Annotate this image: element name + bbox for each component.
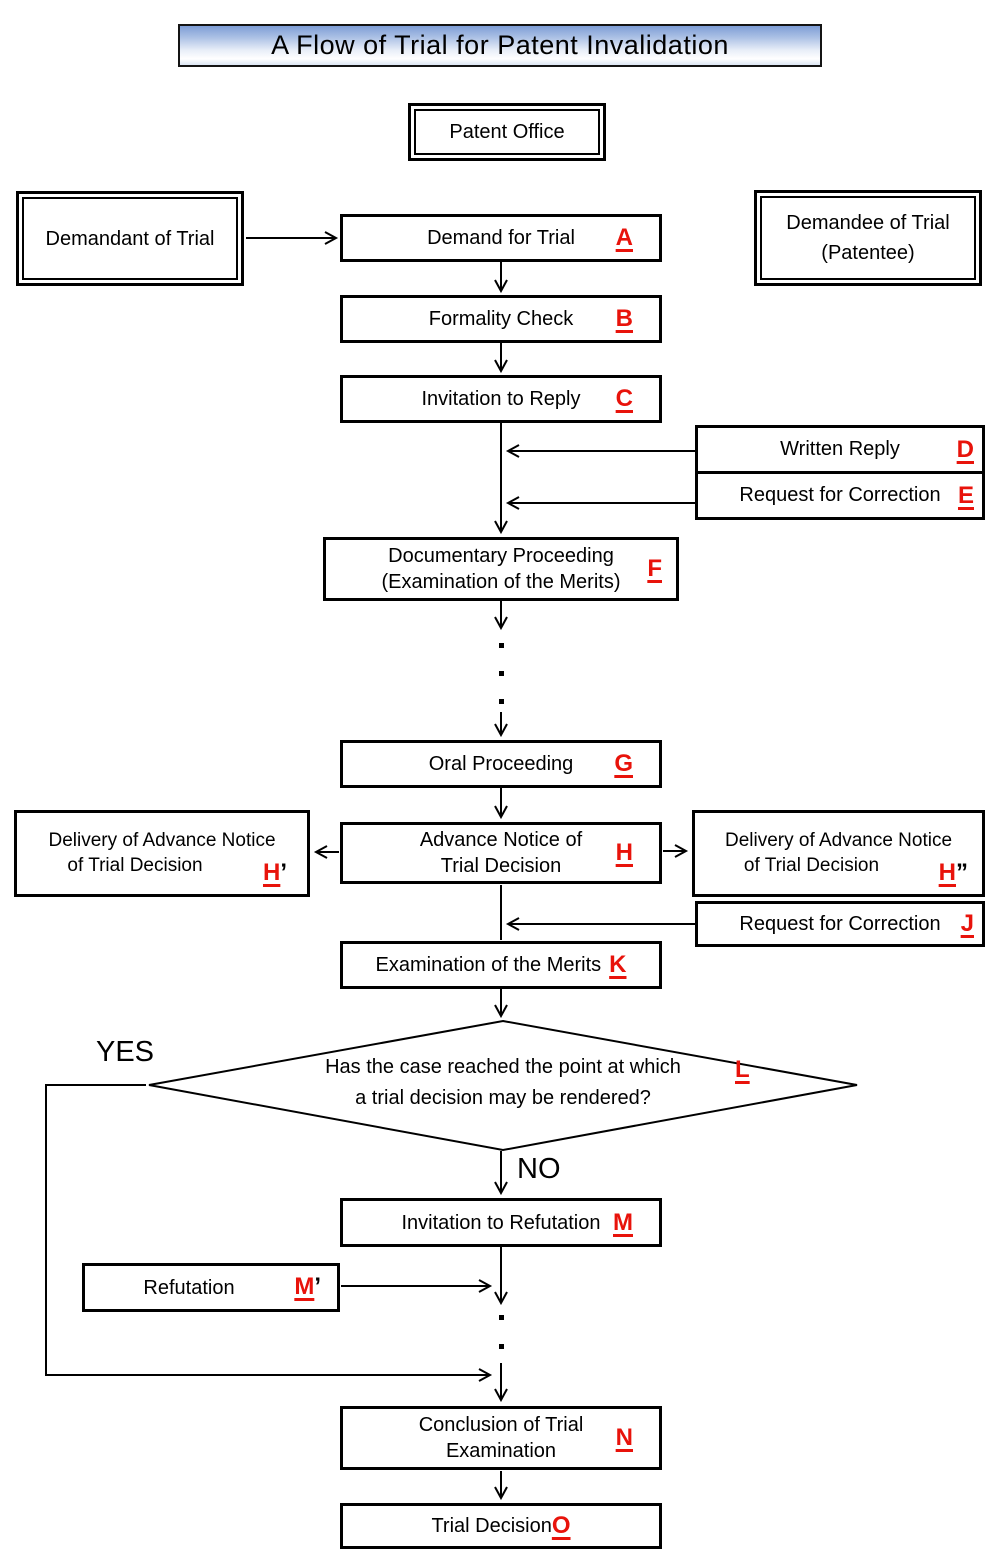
node-h-letter: H xyxy=(615,839,633,866)
node-mprime-letter: M xyxy=(294,1272,315,1300)
node-e-label: Request for Correction xyxy=(739,484,941,506)
branch-label-yes: YES xyxy=(96,1036,155,1068)
node-k-letter: K xyxy=(609,951,627,978)
node-g-label: Oral Proceeding xyxy=(428,753,574,775)
node-m-invitation-to-refutation: Invitation to Refutation M xyxy=(340,1198,662,1247)
node-demandant: Demandant of Trial xyxy=(16,191,244,286)
node-m-letter: M xyxy=(613,1208,633,1236)
branch-label-no: NO xyxy=(517,1153,561,1185)
node-hdblprime-letter-group: H” xyxy=(939,861,968,888)
node-o-letter: O xyxy=(551,1512,571,1539)
node-mprime-letter-group: M’ xyxy=(294,1272,321,1301)
dot xyxy=(499,699,504,704)
node-hdblprime-delivery-notice-right: Delivery of Advance Notice of Trial Deci… xyxy=(692,810,985,897)
node-a-demand-for-trial: Demand for Trial A xyxy=(340,214,662,262)
dot xyxy=(499,1315,504,1320)
node-c-letter: C xyxy=(615,385,633,412)
node-j-letter: J xyxy=(960,910,974,937)
demandee-label-line2: (Patentee) xyxy=(821,242,915,264)
decision-diamond-shape xyxy=(148,1019,858,1152)
node-hdblprime-label-line1: Delivery of Advance Notice xyxy=(724,829,953,851)
node-f-documentary-proceeding: Documentary Proceeding (Examination of t… xyxy=(323,537,679,601)
node-k-row: Examination of the Merits K xyxy=(376,952,627,978)
node-m-label: Invitation to Refutation xyxy=(401,1211,601,1234)
node-mprime-label: Refutation xyxy=(143,1276,235,1299)
node-c-label: Invitation to Reply xyxy=(421,388,581,410)
node-g-oral-proceeding: Oral Proceeding G xyxy=(340,740,662,788)
node-hprime-delivery-notice-left: Delivery of Advance Notice of Trial Deci… xyxy=(14,810,310,897)
node-hprime-label-line2: of Trial Decision xyxy=(67,854,203,876)
node-mprime-refutation: Refutation M’ xyxy=(82,1263,340,1312)
node-hprime-letter: H xyxy=(262,859,281,887)
dot xyxy=(499,1344,504,1349)
node-demandant-inner: Demandant of Trial xyxy=(22,197,238,280)
node-demandee-inner: Demandee of Trial (Patentee) xyxy=(760,196,976,280)
node-f-label-line2: (Examination of the Merits) xyxy=(381,571,621,593)
connectors xyxy=(45,231,858,1501)
dot xyxy=(499,643,504,648)
node-g-letter: G xyxy=(614,750,633,777)
demandant-label: Demandant of Trial xyxy=(45,227,215,250)
node-o-label: Trial Decision xyxy=(431,1515,552,1537)
node-c-invitation-to-reply: Invitation to Reply C xyxy=(340,375,662,423)
node-l-label-line1: Has the case reached the point at which xyxy=(325,1056,681,1078)
node-l-letter: L xyxy=(735,1056,750,1083)
node-hprime-prime-mark: ’ xyxy=(280,859,287,887)
node-hprime-label-line1: Delivery of Advance Notice xyxy=(48,829,276,851)
node-j-label: Request for Correction xyxy=(739,913,941,935)
node-d-label: Written Reply xyxy=(780,438,900,460)
node-patent-office: Patent Office xyxy=(408,103,606,161)
node-d-letter: D xyxy=(956,435,974,463)
node-l-decision-question: Has the case reached the point at which … xyxy=(240,1052,766,1114)
node-n-label-line1: Conclusion of Trial xyxy=(418,1414,584,1436)
node-n-letter: N xyxy=(615,1424,633,1451)
connector-l-yes-path xyxy=(45,1084,493,1382)
node-hprime-letter-group: H’ xyxy=(263,861,287,888)
page-title: A Flow of Trial for Patent Invalidation xyxy=(178,24,822,67)
node-h-label-line2: Trial Decision xyxy=(440,855,562,877)
demandee-label-line1: Demandee of Trial xyxy=(786,212,950,234)
node-j-request-for-correction: Request for Correction J xyxy=(695,901,985,947)
node-n-conclusion-of-trial: Conclusion of Trial Examination N xyxy=(340,1406,662,1470)
node-a-label: Demand for Trial xyxy=(427,227,575,249)
node-k-label: Examination of the Merits xyxy=(375,954,602,976)
dotted-continuation-dots xyxy=(499,643,504,1349)
node-b-label: Formality Check xyxy=(428,308,574,330)
page-title-text: A Flow of Trial for Patent Invalidation xyxy=(271,30,729,60)
node-l-label-line2: a trial decision may be rendered? xyxy=(355,1087,651,1109)
node-f-letter: F xyxy=(647,555,662,582)
node-o-trial-decision: Trial Decision O xyxy=(340,1503,662,1549)
node-de-reply-correction-stack: Written Reply D Request for Correction E xyxy=(695,425,985,520)
node-patent-office-inner: Patent Office xyxy=(414,109,600,155)
node-b-formality-check: Formality Check B xyxy=(340,295,662,343)
node-d-written-reply: Written Reply D xyxy=(698,428,982,471)
node-hdblprime-letter: H xyxy=(938,859,956,887)
node-a-letter: A xyxy=(615,224,633,251)
node-mprime-prime-mark: ’ xyxy=(314,1272,321,1300)
node-f-label-line1: Documentary Proceeding xyxy=(388,545,614,567)
dot xyxy=(499,671,504,676)
node-k-examination-of-merits: Examination of the Merits K xyxy=(340,941,662,989)
node-o-row: Trial Decision O xyxy=(431,1513,570,1539)
node-e-request-for-correction: Request for Correction E xyxy=(698,471,982,517)
node-h-advance-notice: Advance Notice of Trial Decision H xyxy=(340,822,662,884)
node-demandee: Demandee of Trial (Patentee) xyxy=(754,190,982,286)
node-e-letter: E xyxy=(957,481,974,509)
node-hdblprime-label-line2: of Trial Decision xyxy=(743,854,880,876)
node-n-label-line2: Examination xyxy=(445,1440,557,1462)
node-b-letter: B xyxy=(615,305,633,332)
patent-office-label: Patent Office xyxy=(449,121,565,143)
node-h-label-line1: Advance Notice of xyxy=(419,829,583,851)
node-hdblprime-prime-mark: ” xyxy=(956,859,968,887)
